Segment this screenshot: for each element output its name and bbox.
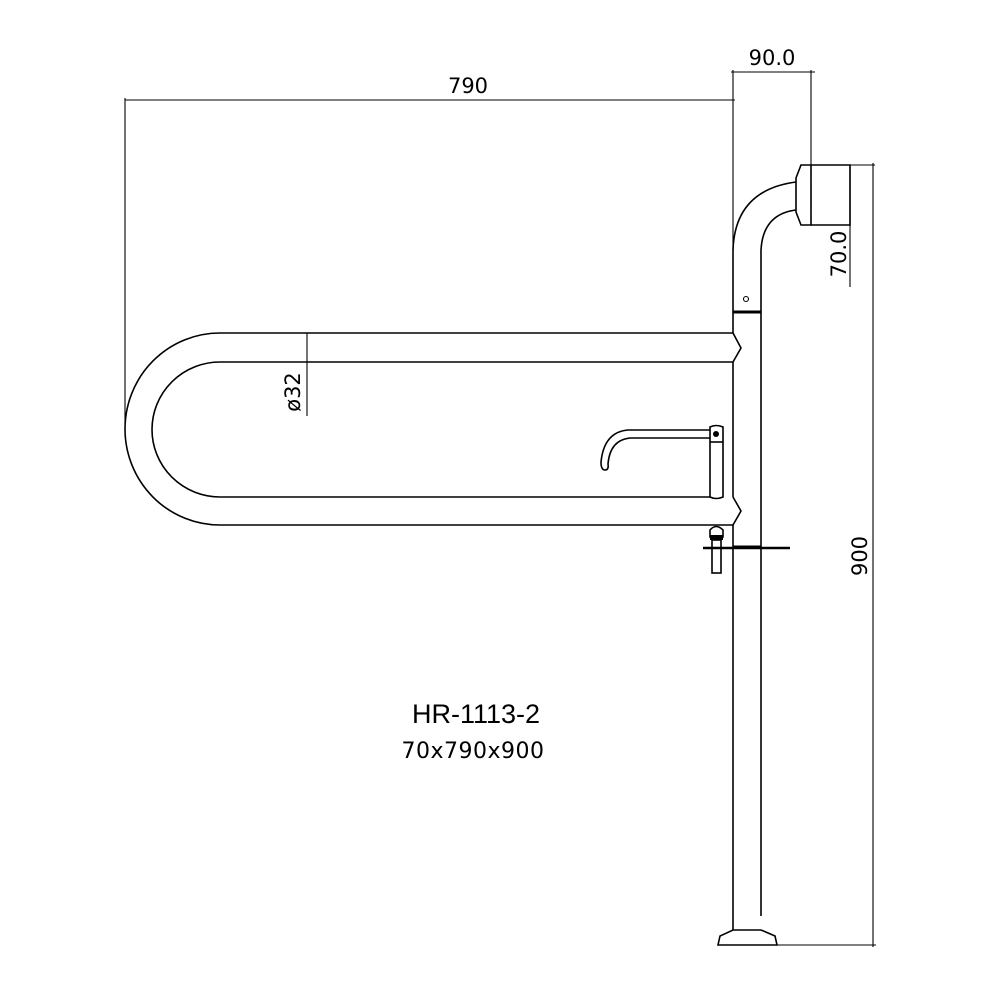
wall-flange xyxy=(795,164,851,226)
dimension-overall-width: 790 xyxy=(124,74,735,425)
dimension-label-diameter: ø32 xyxy=(281,372,305,412)
post-bend xyxy=(732,181,797,251)
dimension-wall-offset: 90.0 xyxy=(731,46,815,250)
dimension-tube-diameter: ø32 xyxy=(281,333,308,416)
dimension-overall-height: 900 xyxy=(760,163,876,947)
dimension-flange-height: 70.0 xyxy=(811,164,875,287)
dimension-label-790: 790 xyxy=(448,74,488,98)
dimension-label-70: 70.0 xyxy=(827,231,851,278)
swing-arm xyxy=(124,332,742,526)
vertical-post xyxy=(732,250,762,916)
dimension-label-900: 900 xyxy=(848,536,872,576)
dimension-label-90: 90.0 xyxy=(749,46,796,70)
locking-pin xyxy=(703,525,790,574)
floor-foot xyxy=(717,916,778,946)
title-block: HR-1113-2 70x790x900 xyxy=(401,699,544,764)
lever-pivot-icon xyxy=(713,431,719,437)
model-number: HR-1113-2 xyxy=(412,699,540,729)
size-label: 70x790x900 xyxy=(401,739,544,764)
screw-hole-icon xyxy=(742,295,750,303)
locking-lever xyxy=(600,424,724,500)
